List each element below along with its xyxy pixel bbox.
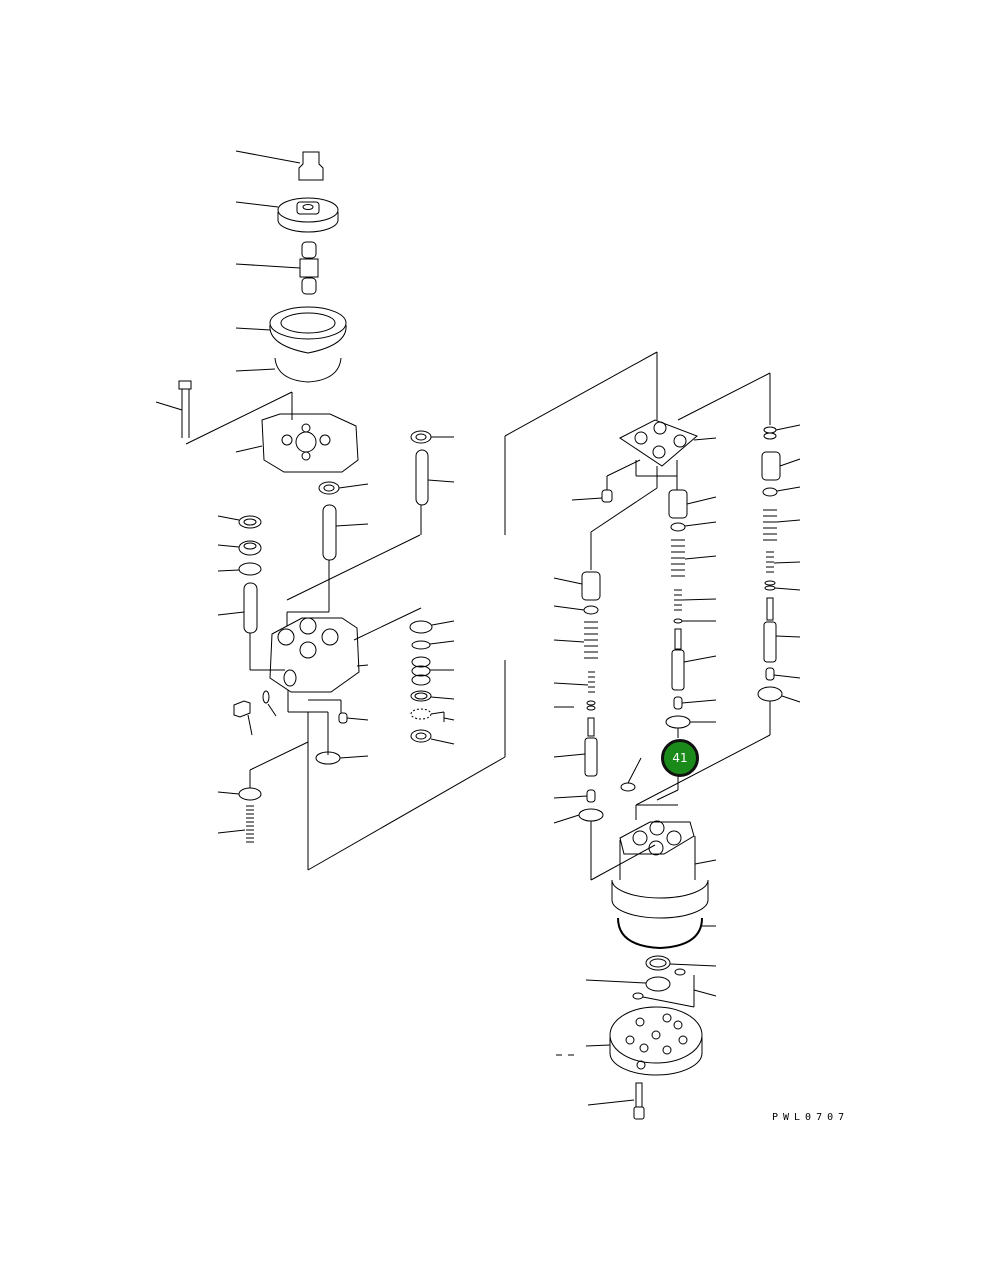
drawing-code: PWL0707: [772, 1112, 850, 1123]
part-callout-41[interactable]: 41: [661, 739, 699, 777]
left-valve-body-assembly: [217, 430, 506, 871]
left-top-assembly: [155, 150, 359, 473]
right-valve-assembly: [504, 351, 801, 1120]
callout-number: 41: [672, 751, 688, 765]
